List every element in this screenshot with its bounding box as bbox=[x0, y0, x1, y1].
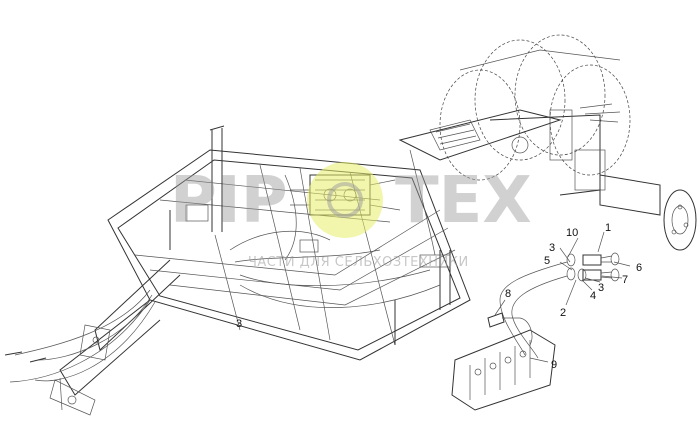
callout-3-top: 3 bbox=[549, 242, 555, 254]
coupling-detail bbox=[499, 231, 631, 359]
callout-5: 5 bbox=[544, 255, 550, 267]
callout-10: 10 bbox=[566, 227, 578, 239]
axle-hub bbox=[599, 174, 697, 251]
callout-3-right: 3 bbox=[598, 282, 604, 294]
watermark-tagline: ЧАСТИ ДЛЯ СЕЛЬХОЗТЕХНИКИ bbox=[248, 255, 469, 270]
frame-hoses bbox=[214, 149, 441, 331]
callout-8: 8 bbox=[505, 288, 511, 300]
callout-labels: 1 10 3 5 6 7 3 4 2 8 9 3 bbox=[236, 222, 642, 371]
callout-4: 4 bbox=[590, 290, 596, 302]
watermark-brand-right: TEX bbox=[395, 164, 532, 238]
valve-bank-detail bbox=[451, 299, 556, 411]
callout-9: 9 bbox=[551, 359, 557, 371]
rear-valve-assembly bbox=[398, 103, 621, 196]
implement-frame bbox=[107, 125, 471, 361]
watermark-logo-disc bbox=[307, 162, 383, 238]
watermark: PIP TEX ЧАСТИ ДЛЯ СЕЛЬХОЗТЕХНИКИ bbox=[170, 162, 532, 270]
callout-3-frame: 3 bbox=[236, 318, 242, 330]
callout-1: 1 bbox=[605, 222, 611, 234]
disc-outlines bbox=[439, 34, 631, 181]
callout-7: 7 bbox=[622, 274, 628, 286]
callout-6: 6 bbox=[636, 262, 642, 274]
drawbar bbox=[4, 259, 181, 416]
watermark-logo-gear-icon bbox=[327, 182, 363, 218]
callout-2: 2 bbox=[560, 307, 566, 319]
watermark-brand-left: PIP bbox=[170, 164, 288, 238]
